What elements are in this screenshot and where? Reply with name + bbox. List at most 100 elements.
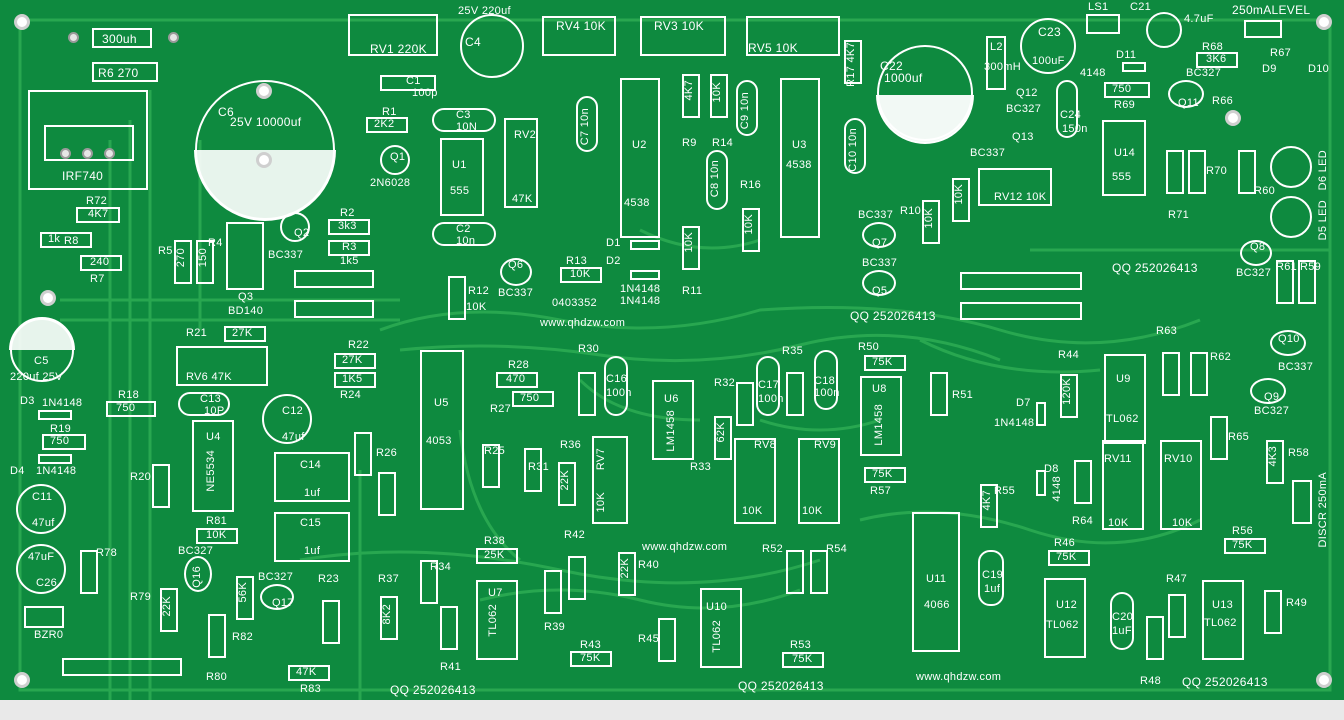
r10-label: R10	[900, 205, 922, 217]
r16-outline	[742, 208, 760, 252]
r58-label: R58	[1288, 447, 1310, 459]
d3-outline	[38, 410, 72, 420]
q8-label: Q8	[1250, 241, 1266, 253]
r62-label: R62	[1210, 351, 1232, 363]
mounting-hole	[1316, 14, 1332, 30]
u7-outline	[476, 580, 518, 660]
c21-outline	[1146, 12, 1182, 48]
level-connector	[1244, 20, 1282, 38]
c8-outline	[706, 150, 728, 210]
r81-label: R81	[206, 515, 228, 527]
r62-outline	[1190, 352, 1208, 396]
rv12-outline	[978, 168, 1052, 206]
r14-value: 10K	[711, 82, 723, 103]
r8-label: R8	[64, 235, 79, 247]
c5-value: 220uf 25V	[10, 371, 63, 383]
r22-outline	[334, 353, 376, 369]
u7-value: TL062	[487, 604, 499, 637]
d5-label: D5 LED	[1317, 200, 1329, 241]
r27-outline	[512, 391, 554, 407]
r31-outline	[524, 448, 542, 492]
r71-label: R71	[1168, 209, 1190, 221]
c3-label: C3	[456, 109, 471, 121]
u1-value: 555	[450, 185, 470, 197]
rv2-label: RV2	[514, 129, 537, 141]
c26-outline	[16, 544, 66, 594]
l2-outline	[986, 36, 1006, 90]
u13-label: U13	[1212, 599, 1234, 611]
r72-label: R72	[86, 195, 108, 207]
r40-value: 22K	[619, 558, 631, 579]
r52-outline	[786, 550, 804, 594]
resistor-outline	[92, 62, 158, 82]
c24-label: C24	[1060, 109, 1082, 121]
c12-label: C12	[282, 405, 304, 417]
r9-outline	[682, 74, 700, 118]
u12-label: U12	[1056, 599, 1078, 611]
r22-value: 27K	[342, 354, 363, 366]
c2-value: 10n	[456, 235, 476, 247]
c7-outline	[576, 96, 598, 152]
c23-label: C23	[1038, 25, 1061, 39]
r40-label: R40	[638, 559, 660, 571]
r66-label: R66	[1212, 95, 1234, 107]
r37-outline	[380, 596, 398, 640]
r64-outline	[1074, 460, 1092, 504]
r20-outline	[152, 464, 170, 508]
q13-value: BC337	[970, 147, 1006, 159]
c14-value: 1uf	[304, 487, 321, 499]
r2-outline	[328, 219, 370, 235]
u11-outline	[912, 512, 960, 652]
r61-outline	[1276, 260, 1294, 304]
watermark: QQ 252026413	[850, 309, 936, 323]
c13-label: C13	[200, 393, 222, 405]
d9-label: D9	[1262, 63, 1277, 75]
d2-outline	[630, 270, 660, 280]
c3-outline	[432, 108, 496, 132]
q10-outline	[1270, 330, 1306, 356]
r81-value: 10K	[206, 529, 227, 541]
irf740-label: IRF740	[62, 169, 104, 183]
r44-value: 120K	[1061, 378, 1073, 405]
c13-outline	[178, 392, 230, 416]
q8-outline	[1240, 240, 1272, 266]
r11-value: 10K	[683, 232, 695, 253]
cap-pad	[256, 83, 272, 99]
r64-label: R64	[1072, 515, 1094, 527]
c2-outline	[432, 222, 496, 246]
r54-outline	[810, 550, 828, 594]
r48-outline	[1146, 616, 1164, 660]
d6-label: D6 LED	[1317, 150, 1329, 191]
c18-value: 100n	[814, 387, 840, 399]
r56-outline	[1224, 538, 1266, 554]
q9-label: Q9	[1264, 391, 1280, 403]
r79-outline	[160, 588, 178, 632]
u5-outline	[420, 350, 464, 510]
r21-label: R21	[186, 327, 208, 339]
q12-label: Q12	[1016, 87, 1038, 99]
rv7-value: 10K	[595, 492, 607, 513]
r24-value: 1K5	[342, 373, 363, 385]
rv9-value: 10K	[802, 505, 823, 517]
url-text: www.qhdzw.com	[540, 317, 626, 329]
r65-outline	[1210, 416, 1228, 460]
r27-value: 750	[520, 392, 540, 404]
rv10-value: 10K	[1172, 517, 1193, 529]
q7-value: BC337	[858, 209, 894, 221]
r19-label: R19	[50, 423, 72, 435]
q12-value: BC327	[1006, 103, 1042, 115]
r44-label: R44	[1058, 349, 1080, 361]
discr-connector	[1292, 480, 1312, 524]
u4-value: NE5534	[205, 450, 217, 492]
rv11-label: RV11	[1104, 453, 1132, 465]
r51-label: R51	[952, 389, 974, 401]
r83-value: 47K	[296, 666, 317, 678]
c16-label: C16	[606, 373, 628, 385]
u14-outline	[1102, 120, 1146, 196]
l2-value: 300mH	[984, 61, 1021, 73]
q1-outline	[380, 145, 410, 175]
r54-label: R54	[826, 543, 848, 555]
c4-value: 25V 220uf	[458, 5, 511, 17]
l2-label: L2	[990, 41, 1003, 53]
